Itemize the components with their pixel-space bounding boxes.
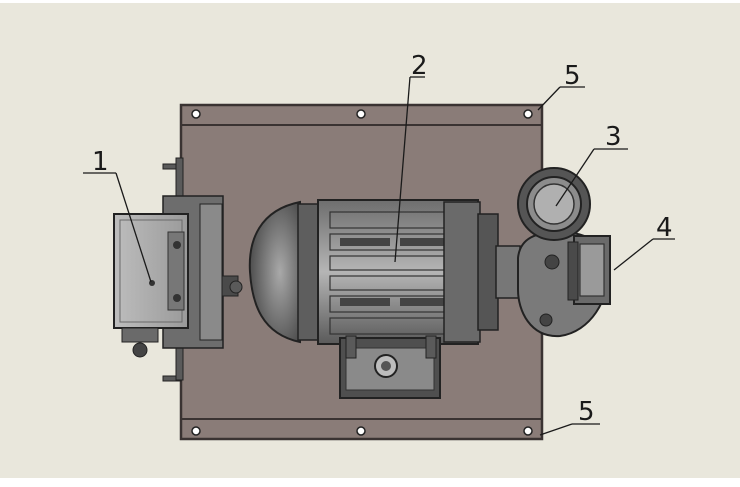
callout-2: 2 <box>411 51 428 81</box>
part-1-control-box <box>113 195 243 358</box>
mounting-holes <box>191 109 533 436</box>
leader-lines <box>83 76 675 436</box>
callout-5-bottom: 5 <box>578 397 595 427</box>
part-2-motor <box>248 199 521 399</box>
callout-4: 4 <box>656 213 673 243</box>
callout-5-top: 5 <box>564 61 581 91</box>
part-4-pump-outlet <box>567 235 611 305</box>
callout-1: 1 <box>92 147 109 177</box>
callout-labels: 1 2 3 4 5 5 <box>92 51 673 427</box>
callout-3: 3 <box>605 122 622 152</box>
